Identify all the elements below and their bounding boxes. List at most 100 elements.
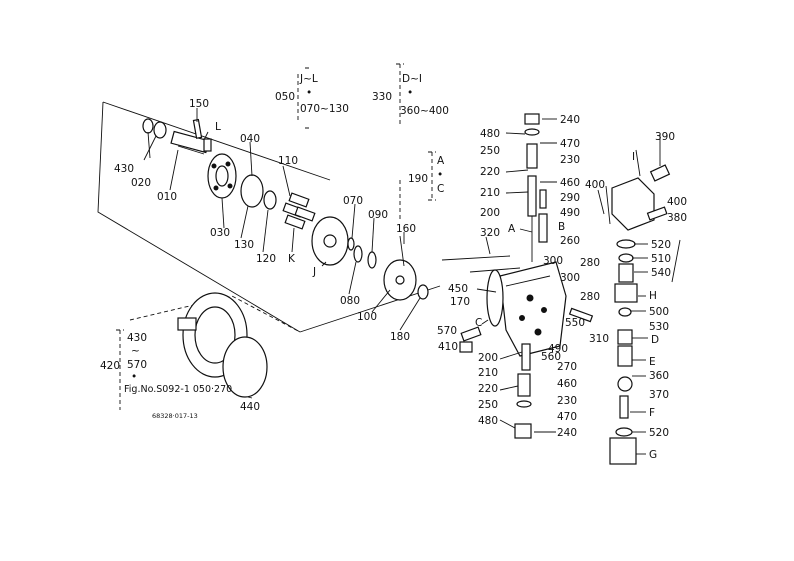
o-ring-440	[222, 336, 268, 398]
label-460-top: 460	[560, 177, 580, 189]
label-H: H	[649, 290, 657, 302]
seal-430	[142, 118, 154, 134]
label-430: 430	[114, 163, 134, 175]
pin-L	[203, 138, 212, 152]
label-220-bottom: 220	[478, 383, 498, 395]
label-270: 270	[557, 361, 577, 373]
label-I: I	[632, 151, 635, 163]
stem-210-top	[527, 175, 537, 217]
label-040: 040	[240, 133, 260, 145]
label-490-top: 490	[560, 207, 580, 219]
label-K: K	[288, 253, 296, 265]
ring-070	[347, 237, 355, 251]
label-030: 030	[210, 227, 230, 239]
label-300-a: 300	[543, 255, 563, 267]
label-520-top: 520	[651, 239, 671, 251]
label-390: 390	[655, 131, 675, 143]
o-ring-130	[240, 174, 264, 208]
spring-230-bottom	[517, 373, 531, 397]
label-510: 510	[651, 253, 671, 265]
label-070: 070	[343, 195, 363, 207]
group-190-bullet: •	[437, 169, 443, 181]
spring-540	[618, 263, 634, 283]
label-D: D	[651, 334, 659, 346]
leader-lines	[143, 108, 661, 455]
bolt-380	[646, 206, 668, 221]
motor-assembly	[97, 101, 441, 333]
label-220-top: 220	[480, 166, 500, 178]
label-530: 530	[649, 321, 669, 333]
group-050: 050	[275, 91, 295, 103]
label-250-bottom: 250	[478, 399, 498, 411]
label-F: F	[649, 407, 655, 419]
label-A: A	[508, 223, 516, 235]
label-210-top: 210	[480, 187, 500, 199]
label-010: 010	[157, 191, 177, 203]
bolt-570	[460, 326, 482, 342]
label-400-b: 400	[667, 196, 687, 208]
spring-230-top	[526, 143, 538, 169]
label-370: 370	[649, 389, 669, 401]
label-C: C	[475, 317, 482, 329]
label-450: 450	[448, 283, 468, 295]
label-170: 170	[450, 296, 470, 308]
cap-240-bottom	[514, 423, 532, 439]
group-420-fig-ref: Fig.No.S092-1 050·270	[124, 384, 232, 395]
label-230-bottom: 230	[557, 395, 577, 407]
label-G: G	[649, 449, 657, 461]
drawing-code: 68328·017-13	[152, 412, 198, 420]
label-540: 540	[651, 267, 671, 279]
label-260: 260	[560, 235, 580, 247]
label-230-top: 230	[560, 154, 580, 166]
washer-080	[353, 245, 363, 263]
label-210-bottom: 210	[478, 367, 498, 379]
ring-120	[263, 190, 277, 210]
pin-150	[192, 118, 203, 139]
spring-E	[617, 345, 633, 367]
group-190-range-2: C	[437, 183, 444, 195]
label-460-bottom: 460	[557, 378, 577, 390]
label-250-top: 250	[480, 145, 500, 157]
bearing-030-inner	[215, 165, 229, 187]
group-420-bullet: •	[131, 371, 137, 383]
group-050-bullet: •	[306, 87, 312, 99]
seal-020	[153, 121, 167, 139]
relief-valve-assembly	[605, 164, 681, 465]
piston-set-K	[282, 192, 316, 230]
group-420-range-1: 430	[127, 332, 147, 344]
label-280-a: 280	[580, 257, 600, 269]
shaft-key	[177, 145, 205, 155]
cap-240-top	[524, 113, 540, 125]
label-500: 500	[649, 306, 669, 318]
label-160: 160	[396, 223, 416, 235]
label-380: 380	[667, 212, 687, 224]
label-B: B	[558, 221, 565, 233]
label-020: 020	[131, 177, 151, 189]
group-420-range-2: 570	[127, 359, 147, 371]
motor-boundary-line	[97, 101, 441, 333]
group-420: 420	[100, 360, 120, 372]
group-annotations: 050 J~L • 070~130 330 D~I • 360~400 190 …	[100, 73, 449, 420]
spool-B	[539, 189, 547, 209]
label-480-bottom: 480	[478, 415, 498, 427]
label-120: 120	[256, 253, 276, 265]
label-130: 130	[234, 239, 254, 251]
part-labels: 150 L 430 020 010 040 030 130 120 110 K …	[114, 98, 687, 461]
flange-C	[486, 269, 504, 327]
seal-180	[417, 284, 429, 300]
label-J: J	[312, 266, 316, 278]
label-300-b: 300	[560, 272, 580, 284]
label-200-bottom: 200	[478, 352, 498, 364]
valve-block-I	[611, 177, 655, 231]
plug-410	[459, 341, 473, 353]
group-330-range-2: 360~400	[400, 105, 449, 117]
label-360: 360	[649, 370, 669, 382]
label-280-b: 280	[580, 291, 600, 303]
valve-body	[499, 261, 567, 357]
spool-A	[538, 213, 548, 243]
label-180: 180	[390, 331, 410, 343]
group-brackets	[116, 63, 436, 410]
label-200-top: 200	[480, 207, 500, 219]
label-E: E	[649, 356, 656, 368]
